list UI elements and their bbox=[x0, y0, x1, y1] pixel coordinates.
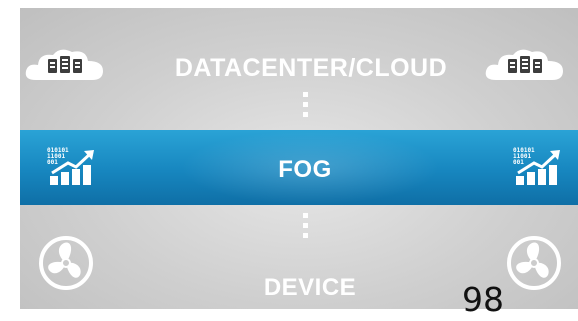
fog-band bbox=[20, 130, 578, 205]
fan-icon bbox=[506, 235, 562, 296]
connector-dots-top bbox=[303, 92, 308, 122]
fog-band-glow bbox=[180, 130, 440, 205]
chart-icon-text-2: 11001 bbox=[47, 153, 65, 160]
fog-layer-label: FOG bbox=[278, 156, 332, 183]
data-growth-chart-icon: 010101 11001 001 bbox=[512, 145, 564, 192]
chart-icon-text-3: 001 bbox=[47, 159, 58, 166]
page-number: 98 bbox=[462, 280, 504, 319]
cloud-server-icon bbox=[484, 44, 566, 91]
chart-icon-text-2: 11001 bbox=[513, 153, 531, 160]
chart-icon-text-1: 010101 bbox=[47, 147, 69, 154]
chart-icon-text-3: 001 bbox=[513, 159, 524, 166]
connector-dots-bottom bbox=[303, 213, 308, 243]
fan-icon bbox=[38, 235, 94, 296]
data-growth-chart-icon: 010101 11001 001 bbox=[46, 145, 98, 192]
cloud-server-icon bbox=[24, 44, 106, 91]
device-layer-label: DEVICE bbox=[263, 274, 357, 301]
cloud-layer-label: DATACENTER/CLOUD bbox=[174, 54, 448, 82]
chart-icon-text-1: 010101 bbox=[513, 147, 535, 154]
